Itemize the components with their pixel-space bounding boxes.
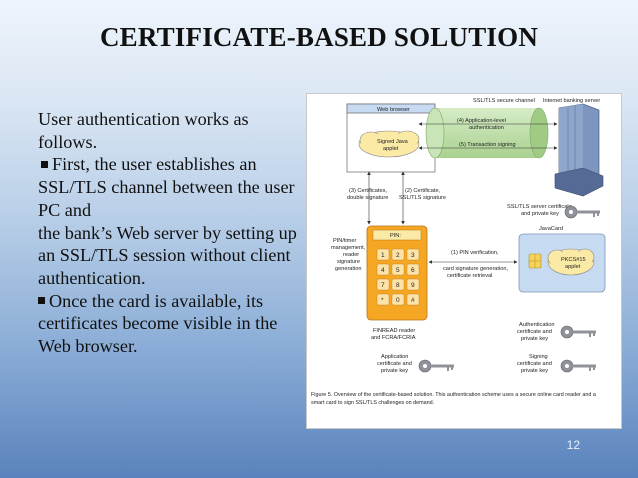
figure-panel: SSL/TLS secure channel Internet banking … [306, 93, 622, 429]
key-6: 6 [411, 267, 415, 274]
pin-mgmt-label-2: management, [331, 245, 366, 251]
javacard-label: JavaCard [539, 226, 563, 232]
bullet-second-text: Once the card is available, its certific… [38, 290, 278, 357]
bullet-first: First, the user establishes an SSL/TLS c… [38, 153, 298, 221]
app-cert-label-2: certificate and [377, 361, 412, 367]
key-5: 5 [396, 267, 400, 274]
pin-display-label: PIN: [390, 233, 401, 239]
auth-key-icon [560, 325, 596, 339]
app-key-icon [418, 359, 454, 373]
app-auth-label-1: (4) Application-level [457, 118, 506, 124]
app-cert-label-1: Application [381, 354, 408, 360]
key-9: 9 [411, 282, 415, 289]
auth-cert-label-2: certificate and [517, 329, 552, 335]
paragraph-intro: User authentication works as follows. [38, 109, 249, 152]
key-0: 0 [396, 297, 400, 304]
key-3: 3 [411, 252, 415, 259]
key-star: * [381, 297, 384, 304]
bullet-square-icon [38, 297, 45, 305]
ssl-tube-icon [425, 107, 549, 159]
sign-cert-label-1: Signing [529, 354, 548, 360]
web-browser-label: Web browser [377, 107, 410, 113]
key-4: 4 [381, 267, 385, 274]
auth-cert-label-1: Authentication [519, 322, 554, 328]
pin-display [372, 229, 422, 241]
certs-label-1: (3) Certificates, [349, 188, 387, 194]
pin-mgmt-label-1: PIN/timer [333, 238, 356, 244]
cert-sig-label-1: (2) Certificate, [405, 188, 441, 194]
key-8: 8 [396, 282, 400, 289]
certs-label-2: double signature [347, 195, 388, 201]
auth-cert-label-3: private key [521, 336, 548, 342]
key-7: 7 [381, 282, 385, 289]
sign-cert-label-3: private key [521, 368, 548, 374]
server-cert-label-1: SSL/TLS server certificate [507, 204, 572, 210]
sign-cert-label-2: certificate and [517, 361, 552, 367]
keypad [376, 248, 420, 306]
pin-mgmt-label-3: reader [343, 252, 359, 258]
cert-sig-label-2: SSL/TLS signature [399, 195, 446, 201]
signing-key-icon [560, 359, 596, 373]
signed-java-cloud [358, 130, 420, 158]
key-hash: # [411, 297, 415, 304]
server-tower-icon [554, 103, 604, 197]
ssl-channel-label: SSL/TLS secure channel [473, 98, 535, 104]
figure-caption-line-2: smart card to sign SSL/TLS challenges on… [311, 400, 434, 406]
bullet-first-text: First, the user establishes an SSL/TLS c… [38, 154, 295, 220]
slide-body-text: User authentication works as follows. Fi… [38, 108, 298, 358]
page-number: 12 [566, 438, 580, 452]
app-auth-label-2: authentication [469, 125, 504, 131]
bullet-second: Once the card is available, its certific… [38, 290, 298, 358]
bullet-square-icon [41, 161, 48, 169]
pin-mgmt-label-5: generation [335, 266, 361, 272]
pkcs-label-1: PKCS#15 [561, 257, 586, 263]
signed-java-label-1: Signed Java [377, 139, 409, 145]
paragraph-continuation: the bank’s Web server by setting up an S… [38, 222, 297, 288]
server-label: Internet banking server [543, 98, 600, 104]
pin-verif-label-2: card signature generation, [443, 266, 508, 272]
tx-signing-label: (5) Transaction signing [459, 142, 516, 148]
key-2: 2 [396, 252, 400, 259]
slide-title: CERTIFICATE-BASED SOLUTION [99, 22, 539, 52]
pin-verif-label-1: (1) PIN verification, [451, 250, 499, 256]
server-cert-label-2: and private key [521, 211, 559, 217]
signed-java-label-2: applet [383, 146, 399, 152]
figure-caption-line-1: Figure 5. Overview of the certificate-ba… [311, 392, 596, 398]
pkcs-applet-cloud [547, 248, 595, 276]
architecture-diagram: SSL/TLS secure channel Internet banking … [311, 98, 606, 406]
server-key-icon [564, 205, 600, 219]
reader-label-1: FINREAD reader [373, 328, 415, 334]
app-cert-label-3: private key [381, 368, 408, 374]
pkcs-label-2: applet [565, 264, 581, 270]
key-1: 1 [381, 252, 385, 259]
reader-label-2: and FCRA/FCRIA [371, 335, 416, 341]
pin-mgmt-label-4: signature [337, 259, 360, 265]
pin-verif-label-3: certificate retrieval [447, 273, 492, 279]
